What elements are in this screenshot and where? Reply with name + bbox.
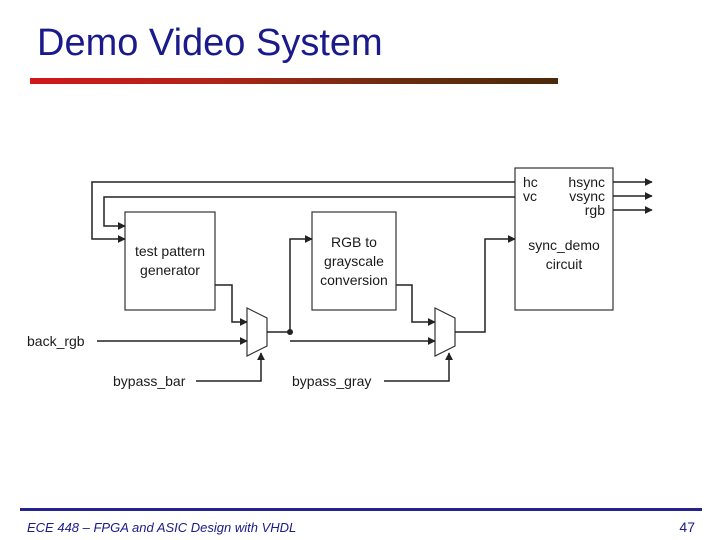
mux-bypass-gray bbox=[434, 307, 456, 357]
test-pattern-label-2: generator bbox=[140, 262, 200, 278]
hc-wire bbox=[91, 181, 515, 243]
gray-label-1: RGB to bbox=[331, 234, 377, 250]
sync-demo-label-2: circuit bbox=[546, 256, 583, 272]
gray-to-mux2-wire bbox=[396, 284, 436, 326]
port-hc-label: hc bbox=[523, 174, 538, 190]
junction-to-gray-wire bbox=[289, 235, 313, 332]
back-rgb-label: back_rgb bbox=[27, 333, 85, 349]
sync-demo-label-1: sync_demo bbox=[528, 237, 600, 253]
bypass-bar-label: bypass_bar bbox=[113, 373, 186, 389]
pattern-to-mux1-wire bbox=[215, 284, 248, 326]
test-pattern-generator-block bbox=[124, 211, 216, 311]
page-number: 47 bbox=[679, 519, 695, 535]
port-vc-label: vc bbox=[523, 188, 537, 204]
mux-bypass-bar bbox=[246, 307, 268, 357]
port-vsync-label: vsync bbox=[569, 188, 605, 204]
slide-title: Demo Video System bbox=[37, 22, 383, 64]
test-pattern-label-1: test pattern bbox=[135, 243, 205, 259]
bypass-gray-label: bypass_gray bbox=[292, 373, 371, 389]
gray-label-2: grayscale bbox=[324, 253, 384, 269]
bypass-gray-wire bbox=[384, 352, 453, 382]
mux2-to-sync-wire bbox=[455, 235, 516, 333]
vc-wire bbox=[103, 196, 515, 230]
footer-rule bbox=[20, 508, 702, 511]
port-rgb-label: rgb bbox=[585, 202, 605, 218]
bypass-bar-wire bbox=[196, 352, 265, 382]
sync-demo-circuit-block bbox=[514, 167, 614, 311]
gray-label-3: conversion bbox=[320, 272, 388, 288]
rgb-to-grayscale-block bbox=[311, 211, 397, 311]
footer-course-title: ECE 448 – FPGA and ASIC Design with VHDL bbox=[27, 520, 297, 535]
port-hsync-label: hsync bbox=[568, 174, 605, 190]
title-underline bbox=[30, 78, 558, 84]
